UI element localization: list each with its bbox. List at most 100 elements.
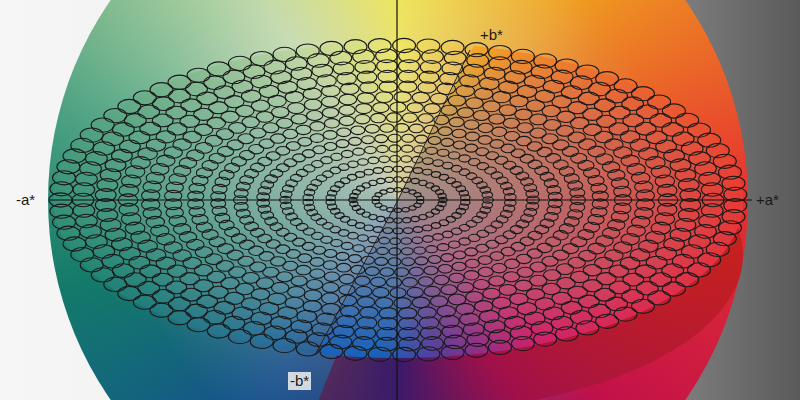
tolerance-ellipse bbox=[296, 44, 319, 58]
tolerance-ellipse bbox=[534, 332, 557, 346]
tolerance-ellipse bbox=[358, 235, 369, 242]
tolerance-ellipse bbox=[632, 299, 655, 313]
tolerance-ellipse bbox=[341, 178, 350, 184]
tolerance-ellipse bbox=[341, 150, 353, 157]
tolerance-ellipse bbox=[695, 162, 717, 176]
tolerance-ellipse bbox=[383, 228, 392, 234]
tolerance-ellipse bbox=[228, 330, 251, 344]
tolerance-ellipse bbox=[377, 216, 385, 221]
tolerance-ellipse bbox=[380, 124, 394, 133]
tolerance-ellipse bbox=[562, 244, 578, 254]
tolerance-ellipse bbox=[621, 234, 639, 245]
tolerance-ellipse bbox=[266, 152, 280, 161]
tolerance-ellipse bbox=[187, 68, 210, 82]
tolerance-ellipse bbox=[341, 216, 350, 222]
tolerance-ellipse bbox=[232, 80, 253, 93]
tolerance-ellipse bbox=[243, 65, 265, 79]
tolerance-ellipse bbox=[288, 103, 305, 114]
tolerance-ellipse bbox=[249, 246, 264, 255]
wedge-edge bbox=[315, 200, 398, 355]
tolerance-ellipse bbox=[383, 167, 392, 173]
tolerance-ellipse bbox=[426, 147, 438, 154]
tolerance-ellipse bbox=[553, 140, 569, 150]
tolerance-ellipse bbox=[662, 282, 685, 296]
tolerance-ellipse bbox=[423, 169, 432, 175]
tolerance-ellipse bbox=[373, 287, 389, 297]
tolerance-ellipse bbox=[373, 103, 389, 113]
tolerance-ellipse bbox=[250, 52, 273, 66]
tolerance-ellipse bbox=[373, 168, 382, 174]
tolerance-ellipse bbox=[311, 180, 322, 187]
tolerance-ellipse bbox=[270, 169, 283, 177]
tolerance-ellipse bbox=[594, 99, 615, 112]
tolerance-ellipse bbox=[352, 190, 360, 195]
tolerance-ellipse bbox=[412, 297, 429, 308]
tolerance-ellipse bbox=[207, 324, 230, 338]
tolerance-ellipse bbox=[655, 213, 675, 225]
tolerance-ellipse bbox=[218, 244, 234, 254]
tolerance-ellipse bbox=[227, 250, 243, 260]
tolerance-ellipse bbox=[302, 242, 315, 250]
tolerance-ellipse bbox=[394, 177, 402, 182]
tolerance-ellipse bbox=[595, 257, 613, 268]
tolerance-ellipse bbox=[473, 280, 489, 290]
tolerance-ellipse bbox=[495, 156, 508, 164]
tolerance-ellipse bbox=[166, 281, 187, 294]
tolerance-ellipse bbox=[535, 225, 549, 234]
tolerance-ellipse bbox=[323, 223, 334, 230]
tolerance-ellipse bbox=[466, 221, 477, 228]
tolerance-ellipse bbox=[426, 246, 438, 253]
tolerance-ellipse bbox=[76, 172, 98, 186]
tolerance-ellipse bbox=[407, 103, 423, 113]
tolerance-ellipse bbox=[588, 146, 605, 157]
tolerance-ellipse bbox=[503, 272, 519, 282]
tolerance-ellipse bbox=[118, 286, 141, 300]
tolerance-ellipse bbox=[124, 114, 146, 128]
tolerance-ellipse bbox=[388, 258, 401, 266]
tolerance-ellipse bbox=[266, 240, 280, 249]
tolerance-ellipse bbox=[576, 321, 599, 335]
tolerance-ellipse bbox=[657, 184, 677, 196]
tolerance-ellipse bbox=[499, 81, 519, 93]
tolerance-ellipse bbox=[706, 242, 729, 256]
tolerance-ellipse bbox=[356, 104, 372, 114]
tolerance-ellipse bbox=[614, 79, 637, 93]
tolerance-ellipse bbox=[276, 228, 289, 236]
tolerance-ellipse bbox=[412, 92, 429, 103]
tolerance-ellipse bbox=[639, 240, 659, 252]
tolerance-ellipse bbox=[173, 250, 191, 261]
tolerance-ellipse bbox=[449, 273, 464, 282]
tolerance-ellipse bbox=[441, 345, 464, 359]
tolerance-ellipse bbox=[387, 113, 402, 122]
tolerance-ellipse bbox=[157, 155, 175, 166]
tolerance-ellipse bbox=[393, 166, 402, 172]
tolerance-ellipse bbox=[403, 228, 412, 234]
tolerance-ellipse bbox=[312, 323, 333, 336]
tolerance-ellipse bbox=[449, 117, 464, 126]
tolerance-ellipse bbox=[388, 134, 401, 142]
tolerance-ellipse bbox=[650, 273, 672, 287]
tolerance-ellipse bbox=[207, 62, 230, 76]
tolerance-ellipse bbox=[583, 280, 603, 292]
tolerance-ellipse bbox=[511, 242, 525, 251]
tolerance-ellipse bbox=[264, 60, 286, 74]
tolerance-ellipse bbox=[187, 150, 204, 161]
tolerance-ellipse bbox=[662, 123, 684, 137]
tolerance-ellipse bbox=[537, 147, 552, 156]
tolerance-ellipse bbox=[324, 143, 337, 151]
tolerance-ellipse bbox=[449, 241, 461, 248]
tolerance-ellipse bbox=[368, 347, 391, 361]
tolerance-ellipse bbox=[380, 268, 394, 277]
tolerance-ellipse bbox=[413, 227, 422, 233]
tolerance-ellipse bbox=[121, 175, 141, 187]
tolerance-ellipse bbox=[231, 234, 246, 243]
tolerance-ellipse bbox=[241, 90, 261, 102]
tolerance-ellipse bbox=[672, 254, 694, 268]
tolerance-ellipse bbox=[181, 99, 202, 112]
tolerance-ellipse bbox=[394, 218, 402, 223]
tolerance-ellipse bbox=[417, 39, 440, 53]
tolerance-ellipse bbox=[473, 111, 489, 121]
tolerance-ellipse bbox=[368, 157, 379, 164]
tolerance-ellipse bbox=[202, 160, 218, 170]
tolerance-ellipse bbox=[648, 95, 671, 109]
